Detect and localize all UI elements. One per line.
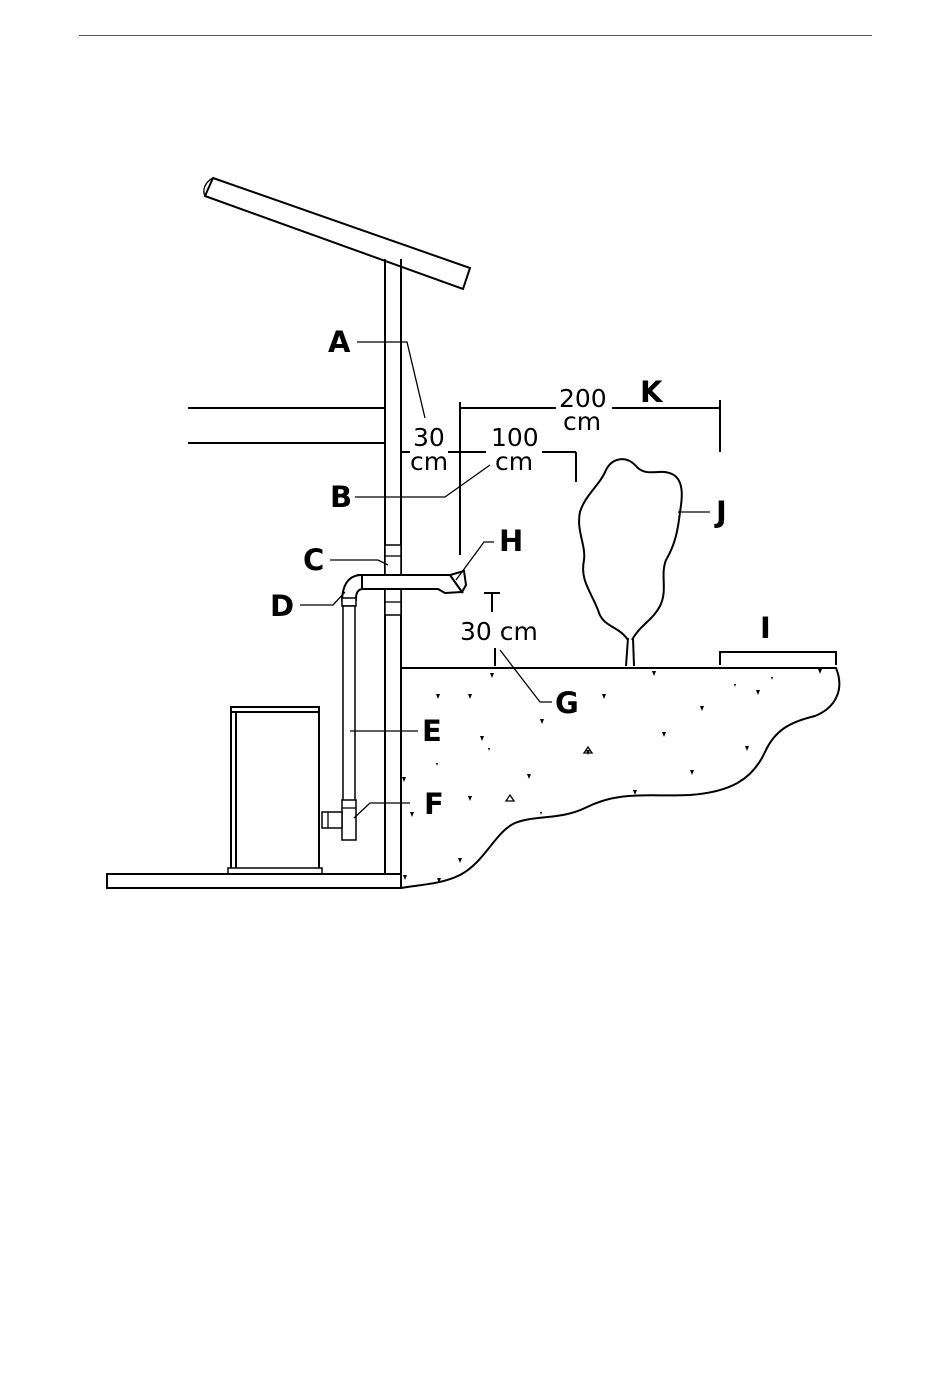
label-h: H [499,524,523,558]
label-b: B [330,480,352,514]
label-a: A [328,325,351,359]
label-f: F [424,787,444,821]
label-k: K [640,375,664,409]
dim-30-unit: cm [410,447,448,476]
zone-i-bracket [720,652,836,665]
label-i: I [760,611,771,645]
label-e: E [422,714,442,748]
dim-100-unit: cm [495,447,533,476]
label-g: G [555,686,579,720]
floor-lines [188,408,385,443]
ground [401,668,839,888]
tree [579,459,682,666]
vertical-duct [342,575,362,840]
label-j: J [714,495,727,529]
dim-ground-30: 30 cm [460,617,538,646]
label-d: D [270,589,294,623]
roof [204,178,470,289]
dimension-lines [401,400,720,666]
label-c: C [303,543,324,577]
floor-slab [107,874,401,888]
dim-200-unit: cm [563,407,601,436]
heat-pump-unit [228,707,322,874]
connector [322,812,342,828]
exhaust-duct [358,571,466,593]
